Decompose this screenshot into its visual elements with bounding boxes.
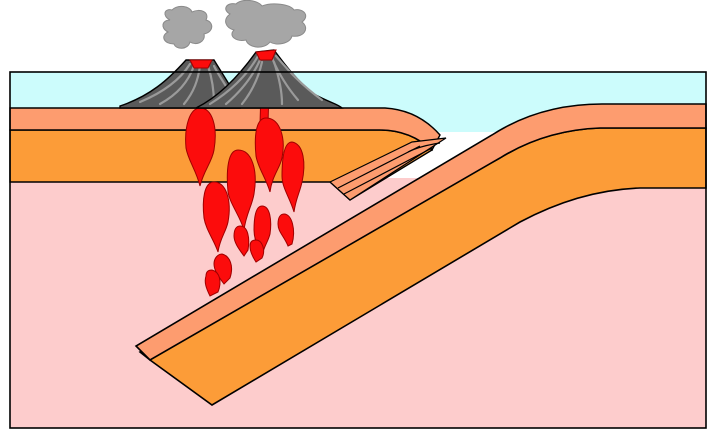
- volcano-left-crater: [190, 60, 212, 68]
- ash-plume-left: [163, 6, 212, 48]
- ash-plume-right: [226, 0, 306, 47]
- volcano-right-crater: [256, 50, 276, 60]
